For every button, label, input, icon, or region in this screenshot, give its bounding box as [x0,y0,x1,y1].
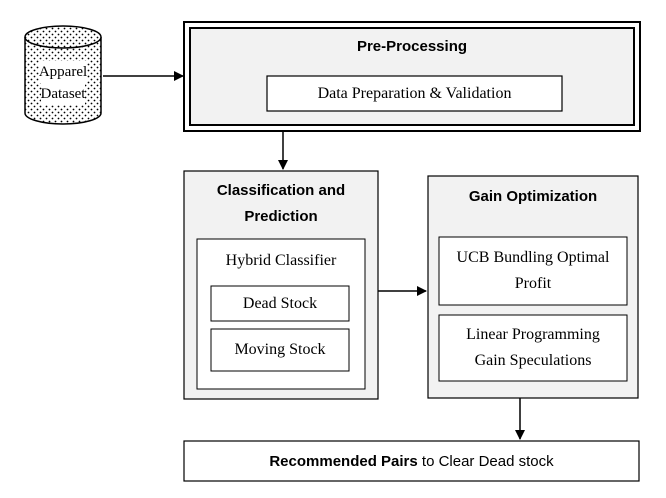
ucb-bundling-box [438,236,628,306]
recommended-pairs-rest: to Clear Dead stock [417,452,554,470]
dataset-label: Apparel Dataset [25,58,101,108]
ucb-bundling-line2: Profit [514,275,552,292]
linear-programming-line2: Gain Speculations [474,352,592,369]
linear-programming-line1: Linear Programming [466,326,600,343]
linear-programming-box [438,314,628,382]
recommended-pairs-bold: Recommended Pairs [269,452,418,470]
dead-stock-box [210,285,350,322]
recommended-pairs-box [183,440,640,482]
moving-stock-label: Moving Stock [234,341,326,358]
dataset-label-line1: Apparel [38,61,88,83]
moving-stock-box [210,328,350,372]
classification-title-line2: Prediction [244,208,318,225]
linear-programming-label: Linear Programming Gain Speculations [439,315,627,381]
dead-stock-label: Dead Stock [242,294,318,312]
data-preparation-box [266,75,563,112]
recommended-pairs-label: Recommended Pairs to Clear Dead stock [184,441,639,481]
hybrid-classifier-label: Hybrid Classifier [225,252,337,269]
dataset-label-line2: Dataset [40,83,86,105]
ucb-bundling-line1: UCB Bundling Optimal [456,249,610,266]
gain-optimization-title: Gain Optimization [468,187,598,205]
data-preparation-label: Data Preparation & Validation [317,84,512,102]
preprocessing-title: Pre-Processing [356,37,468,55]
classification-title-line1: Classification and [216,182,346,199]
ucb-bundling-label: UCB Bundling Optimal Profit [439,237,627,305]
classification-title: Classification and Prediction [184,178,378,230]
